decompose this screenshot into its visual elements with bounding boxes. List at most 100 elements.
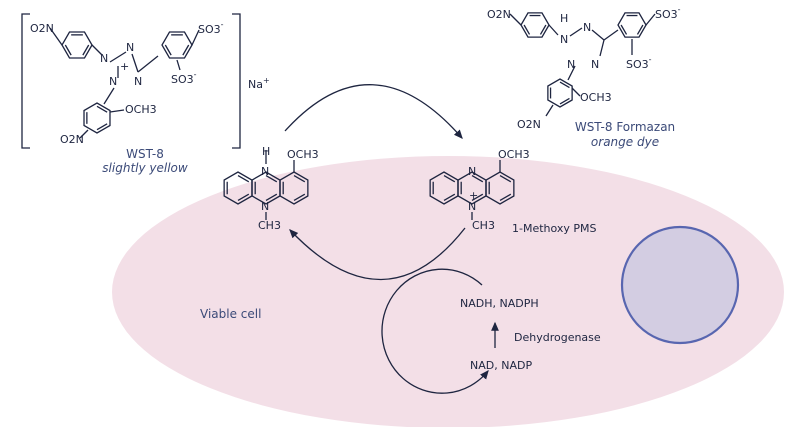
benzene-ring (83, 102, 111, 134)
bond (499, 174, 512, 183)
bond (96, 123, 108, 131)
dehydrogenase-label: Dehydrogenase (514, 331, 601, 344)
bond (109, 51, 127, 63)
bond (91, 44, 103, 56)
wst8-n2: N (126, 41, 134, 54)
bond (636, 24, 644, 35)
formazan-h: H (560, 12, 568, 25)
reduced-pms-h: H (262, 145, 270, 158)
bond (509, 13, 522, 26)
bond (471, 193, 484, 202)
bond (182, 44, 190, 56)
bond (545, 104, 554, 117)
wst8-n4: N (134, 75, 142, 88)
formazan-sulfo2: SO3- (626, 55, 652, 71)
bond (109, 109, 125, 113)
formazan-methoxy: OCH3 (580, 91, 612, 104)
bond (191, 29, 200, 46)
wst8-name: WST-8 (126, 147, 164, 161)
wst8-methoxy: OCH3 (125, 103, 157, 116)
sodium-ion: Na+ (248, 76, 270, 91)
wst8-sulfo2: SO3- (171, 70, 197, 86)
wst8-color-note: slightly yellow (102, 161, 188, 175)
oxidized-pms-methoxy: OCH3 (498, 148, 530, 161)
reduction-arrow-wst8 (284, 84, 463, 139)
formazan-nitro-top: O2N (487, 8, 511, 21)
bond (237, 174, 250, 183)
bond (103, 87, 115, 105)
reduced-methoxy-pms: H N OCH3 N CH3 (258, 145, 319, 232)
right-bracket (232, 13, 241, 149)
formazan-n2: N (567, 58, 575, 71)
bond (137, 55, 159, 73)
formazan-nh: N (560, 33, 568, 46)
nad-cycle-arrow (381, 268, 489, 394)
bond (591, 29, 605, 41)
formazan-sulfo1: SO3- (655, 5, 681, 21)
benzene-ring (161, 31, 193, 59)
bond (571, 87, 581, 97)
cell-nucleus (620, 225, 740, 345)
bond (569, 27, 583, 37)
reduced-pms-n-bottom: N (261, 200, 269, 213)
oxidized-pms-name: 1-Methoxy PMS (512, 222, 597, 235)
bond (82, 44, 90, 56)
bond (523, 24, 531, 35)
formazan-structure: O2N H N N N N SO3- SO3- OCH3 O2N WST-8 F… (487, 5, 681, 149)
bond (64, 44, 72, 56)
benzene-ring (61, 31, 93, 59)
reduced-pms-methyl: CH3 (258, 219, 281, 232)
bond (499, 193, 512, 202)
bond (620, 24, 628, 35)
nad-nadp-label: NAD, NADP (470, 359, 532, 372)
wst8-structure: O2N N N + N N SO3- SO3- OCH3 O2N WST-8 s… (30, 20, 224, 175)
benzene-ring (617, 12, 647, 38)
molecule-bonds (49, 12, 656, 220)
wst8-nitro-bottom: O2N (60, 133, 84, 146)
wst8-plus: + (120, 60, 129, 73)
bond (559, 97, 570, 105)
oxidized-pms-n-top: N (468, 165, 476, 178)
bond (539, 24, 547, 35)
wst8-sulfo1: SO3- (198, 20, 224, 36)
bond (131, 53, 139, 73)
bond (599, 39, 605, 57)
viable-cell-shape (112, 156, 784, 427)
oxidized-methoxy-pms: N OCH3 + N CH3 1-Methoxy PMS (468, 148, 597, 235)
bond (79, 129, 89, 139)
benzene-ring (279, 171, 309, 205)
oxidized-pms-n-bottom: N (468, 200, 476, 213)
benzene-ring (547, 78, 573, 108)
formazan-color-note: orange dye (591, 135, 659, 149)
bond (567, 65, 576, 81)
bond (237, 193, 250, 202)
bond (164, 44, 172, 56)
bond (603, 29, 619, 41)
formazan-name: WST-8 Formazan (575, 120, 675, 134)
bond (293, 193, 306, 202)
viable-cell-label: Viable cell (200, 307, 261, 321)
formazan-nitro-bottom: O2N (517, 118, 541, 131)
wst8-n3: N (109, 75, 117, 88)
bond (176, 59, 181, 71)
bond (645, 13, 656, 26)
formazan-n3: N (591, 58, 599, 71)
bond (265, 193, 278, 202)
bond (559, 81, 570, 89)
reduced-pms-n-top: N (261, 165, 269, 178)
left-bracket (21, 13, 30, 149)
reduced-pms-methoxy: OCH3 (287, 148, 319, 161)
benzene-ring (485, 171, 515, 205)
formazan-n1: N (583, 21, 591, 34)
wst8-nitro-top: O2N (30, 22, 54, 35)
bond (49, 27, 63, 46)
bond (443, 193, 456, 202)
bond (471, 174, 484, 183)
oxidized-pms-methyl: CH3 (472, 219, 495, 232)
bond (293, 174, 306, 183)
benzene-ring (520, 12, 550, 38)
bond (443, 174, 456, 183)
bond (265, 174, 278, 183)
